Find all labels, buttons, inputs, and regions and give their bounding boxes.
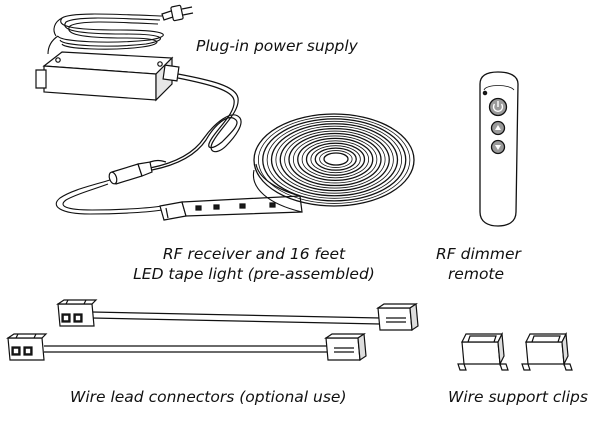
led-chip xyxy=(196,206,201,210)
caption-power-supply: Plug-in power supply xyxy=(196,37,358,55)
tape-reel-ring xyxy=(311,146,361,173)
receiver-lead-wire xyxy=(56,180,162,214)
rf-dimmer-remote xyxy=(480,72,518,226)
caption-remote: RF dimmer remote xyxy=(436,244,521,284)
tape-reel-ring xyxy=(280,129,389,191)
caption-receiver-line-1: RF receiver and 16 feet xyxy=(162,245,346,263)
tape-tail xyxy=(253,170,302,212)
led-chip xyxy=(270,203,275,207)
tape-reel-ring xyxy=(289,134,381,186)
caption-wire-clips: Wire support clips xyxy=(448,388,588,406)
caption-wire-leads: Wire lead connectors (optional use) xyxy=(70,388,347,406)
wire-lead-connector-2 xyxy=(8,334,366,360)
led-tape-reel xyxy=(253,114,414,212)
rf-receiver xyxy=(160,202,186,220)
wire-lead-connector-1 xyxy=(58,300,418,330)
tape-reel-ring xyxy=(324,153,348,165)
power-output-cord xyxy=(110,74,241,180)
coiled-power-cord xyxy=(48,14,163,54)
connector-clip-right xyxy=(378,304,418,330)
tape-reel-ring xyxy=(267,121,402,198)
tape-reel-ring xyxy=(302,141,369,178)
tape-reel-ring xyxy=(263,119,406,201)
caption-remote-line-1: RF dimmer xyxy=(436,245,521,263)
tape-reel-ring xyxy=(298,138,373,180)
power-supply-box xyxy=(36,52,179,100)
wire-support-clip-1 xyxy=(458,334,508,370)
connector-plug-left xyxy=(8,334,46,360)
inline-barrel-connector xyxy=(108,161,166,185)
connector-clip-right xyxy=(326,334,366,360)
wire-support-clip-2 xyxy=(522,334,572,370)
tape-reel-ring xyxy=(293,136,377,183)
tape-reel-ring xyxy=(320,151,353,168)
tape-tail xyxy=(256,164,300,196)
caption-receiver-and-tape: RF receiver and 16 feet LED tape light (… xyxy=(120,244,388,284)
led-chip xyxy=(240,204,245,208)
tape-reel-ring xyxy=(276,126,394,193)
tape-reel-ring xyxy=(315,148,356,170)
up-arrow-icon xyxy=(492,122,505,135)
tape-reel-ring xyxy=(307,143,365,175)
tape-reel-ring xyxy=(272,124,398,196)
led-chip xyxy=(214,205,219,209)
power-icon xyxy=(490,99,507,116)
remote-led-indicator xyxy=(483,91,486,94)
tape-reel-ring xyxy=(254,114,414,206)
power-plug xyxy=(162,5,193,21)
caption-receiver-line-2: LED tape light (pre-assembled) xyxy=(133,265,375,283)
caption-remote-line-2: remote xyxy=(447,265,505,283)
down-arrow-icon xyxy=(492,141,505,154)
tape-reel-ring xyxy=(285,131,386,188)
connector-plug-left xyxy=(58,300,96,326)
tape-reel-ring xyxy=(258,116,410,203)
